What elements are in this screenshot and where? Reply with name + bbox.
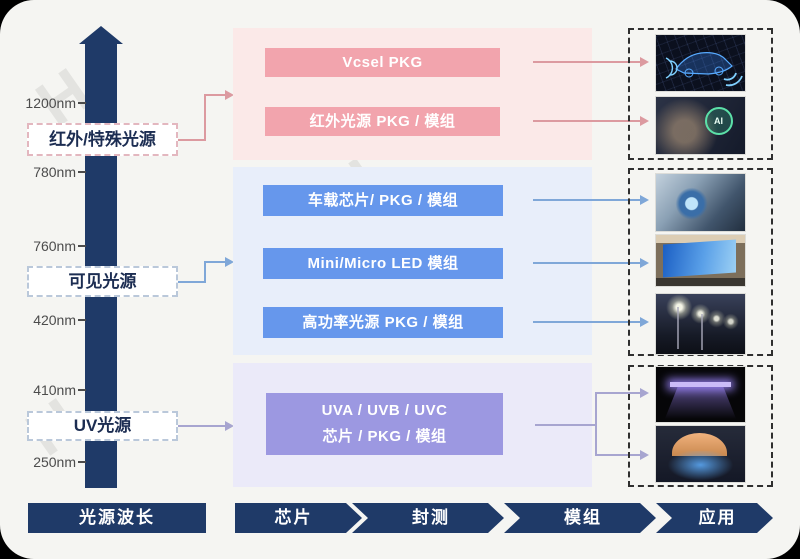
car-headlight-image xyxy=(655,173,746,232)
uv-lamp-bar xyxy=(670,382,731,388)
arrowhead-icon xyxy=(640,450,649,460)
uv-curing-lamp-image xyxy=(655,366,746,423)
product-box-mini-micro-led: Mini/Micro LED 模组 xyxy=(263,248,503,279)
product-box-ir-pkg-module: 红外光源 PKG / 模组 xyxy=(265,107,500,136)
tick-250nm: 250nm xyxy=(10,453,86,471)
band-label-uv: UV光源 xyxy=(27,411,178,441)
band-label-infrared: 红外/特殊光源 xyxy=(27,123,178,156)
step-module: 模组 xyxy=(504,503,656,533)
application-box-visible xyxy=(628,168,773,356)
tick-760nm: 760nm xyxy=(10,237,86,255)
light-pole xyxy=(700,313,703,350)
connector-to-street-light xyxy=(533,321,641,323)
connector-uv-fork xyxy=(595,393,597,456)
arrowhead-icon xyxy=(640,388,649,398)
blue-glow xyxy=(664,451,737,482)
step-application: 应用 xyxy=(656,503,773,533)
arrowhead-icon xyxy=(640,116,649,126)
connector-visible xyxy=(204,261,206,283)
arrowhead-icon xyxy=(225,90,234,100)
tick-780nm: 780nm xyxy=(10,163,86,181)
connector-visible xyxy=(204,261,226,263)
arrowhead-icon xyxy=(640,195,649,205)
arrowhead-icon xyxy=(225,421,234,431)
band-label-visible: 可见光源 xyxy=(27,266,178,297)
arrowhead-icon xyxy=(640,57,649,67)
wireframe-car-icon xyxy=(665,52,743,87)
arrowhead-icon xyxy=(640,317,649,327)
connector-to-uv-therapy xyxy=(595,454,641,456)
connector-to-led-display xyxy=(533,262,641,264)
connector-visible xyxy=(178,281,206,283)
street-light-image xyxy=(655,293,746,355)
connector-to-headlight xyxy=(533,199,641,201)
light-pole xyxy=(677,307,680,350)
axis-arrow-head xyxy=(79,26,123,44)
arrowhead-icon xyxy=(640,258,649,268)
uv-phototherapy-image xyxy=(655,425,746,483)
product-box-vcsel-pkg: Vcsel PKG xyxy=(265,48,500,77)
tick-420nm: 420nm xyxy=(10,311,86,329)
led-display-image xyxy=(655,234,746,287)
connector-to-lidar xyxy=(533,61,641,63)
connector-infrared xyxy=(204,94,226,96)
therapy-device xyxy=(672,432,728,457)
uv-box-line1: UVA / UVB / UVC xyxy=(321,402,448,419)
connector-to-ai-face xyxy=(533,120,641,122)
connector-to-uv-curing xyxy=(595,392,641,394)
tick-410nm: 410nm xyxy=(10,381,86,399)
step-package: 封测 xyxy=(352,503,504,533)
tick-1200nm: 1200nm xyxy=(10,94,86,112)
uv-light-cone xyxy=(664,386,737,419)
application-box-infrared xyxy=(628,28,773,160)
step-wavelength: 光源波长 xyxy=(28,503,206,533)
ai-badge: AI xyxy=(704,107,733,136)
step-chip: 芯片 xyxy=(235,503,362,533)
arrowhead-icon xyxy=(225,257,234,267)
led-base xyxy=(656,277,745,286)
connector-uv xyxy=(178,425,226,427)
connector-infrared xyxy=(204,94,206,141)
led-screen xyxy=(663,239,737,278)
product-box-uva-uvb-uvc: UVA / UVB / UVC 芯片 / PKG / 模组 xyxy=(266,393,503,455)
connector-uv-fork xyxy=(535,424,596,426)
connector-infrared xyxy=(178,139,206,141)
lidar-car-image xyxy=(655,34,746,92)
product-box-high-power: 高功率光源 PKG / 模组 xyxy=(263,307,503,338)
product-box-automotive-chip: 车载芯片/ PKG / 模组 xyxy=(263,185,503,216)
panel-infrared: Vcsel PKG 红外光源 PKG / 模组 xyxy=(233,28,592,160)
panel-uv: UVA / UVB / UVC 芯片 / PKG / 模组 xyxy=(233,363,592,487)
uv-box-line2: 芯片 / PKG / 模组 xyxy=(322,428,447,445)
ai-face-recognition-image: AI xyxy=(655,96,746,155)
panel-visible: 车载芯片/ PKG / 模组 Mini/Micro LED 模组 高功率光源 P… xyxy=(233,167,592,355)
